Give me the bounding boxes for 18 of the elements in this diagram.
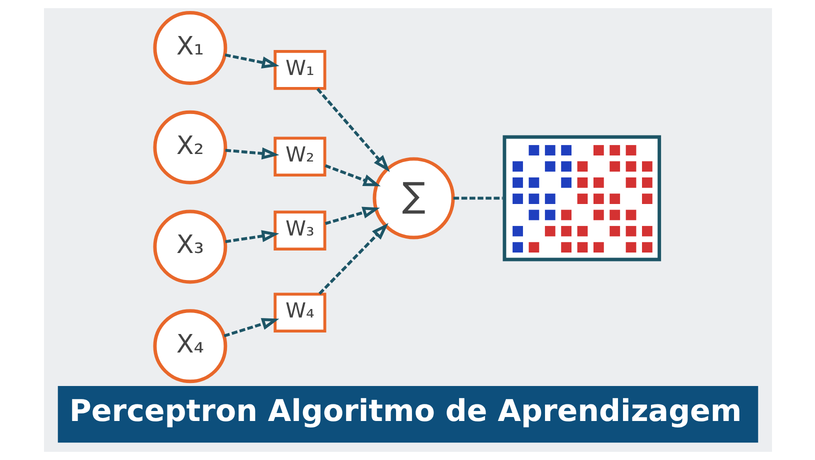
node-box: W₁ (273, 50, 326, 90)
arrow (224, 230, 279, 244)
node-circle: X₂ (152, 110, 227, 184)
arrow (324, 206, 380, 225)
arrow (318, 223, 388, 295)
arrow (316, 88, 390, 172)
node-box: W₂ (273, 136, 326, 177)
connector (452, 196, 502, 200)
arrow (224, 53, 279, 68)
node-circle: X₁ (152, 11, 227, 85)
arrow (224, 147, 279, 160)
arrow (324, 164, 380, 186)
node-box: W₄ (273, 292, 326, 333)
node-circle: X₃ (152, 210, 227, 284)
arrow (223, 318, 279, 338)
node-circle: X₄ (152, 309, 227, 384)
diagram-title: Perceptron Algoritmo de Aprendizagem (68, 394, 742, 430)
node-box: W₃ (273, 210, 326, 250)
